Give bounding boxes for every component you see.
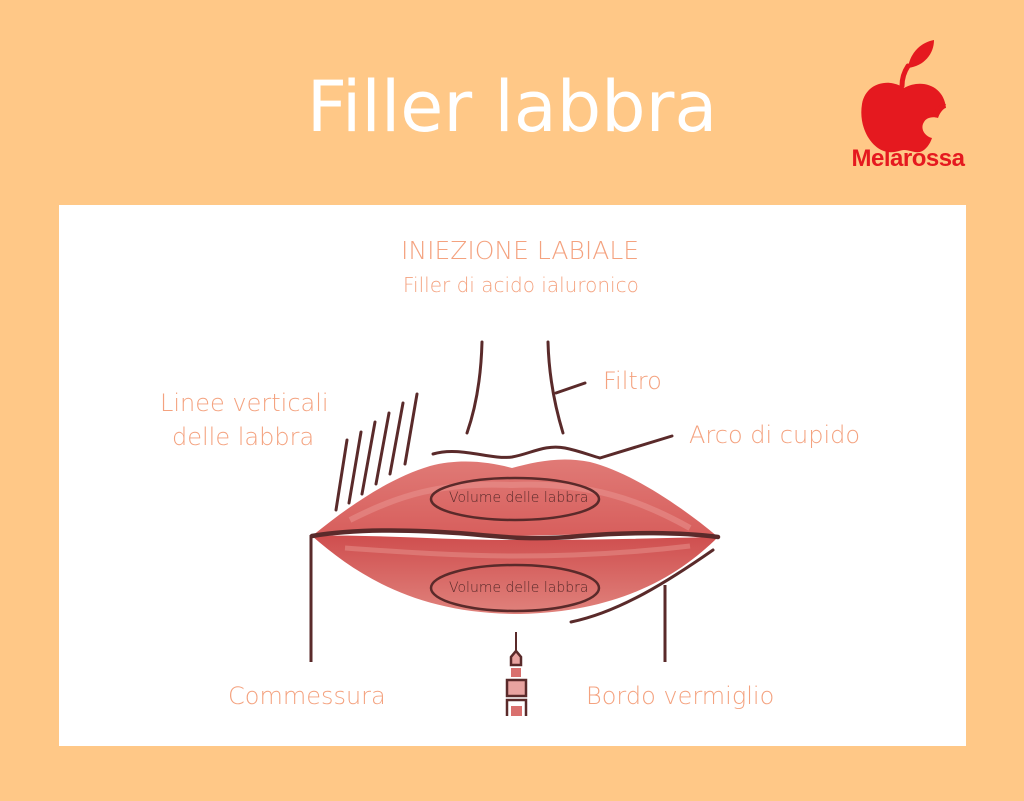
upper-lip: [312, 459, 718, 537]
volume-lower-label: Volume delle labbra: [449, 580, 589, 596]
label-vermilion-border: Bordo vermiglio: [586, 682, 775, 710]
label-commissure: Commessura: [228, 682, 386, 710]
volume-upper-ellipse: [429, 476, 601, 522]
brand-name: Melarossa: [851, 145, 965, 172]
diagram-heading: INIEZIONE LABIALE: [401, 236, 640, 265]
volume-upper-label: Volume delle labbra: [449, 490, 589, 506]
label-philtrum: Filtro: [603, 367, 662, 395]
volume-lower-ellipse: [429, 563, 601, 613]
label-vertical-lines-line1: Linee verticali: [160, 389, 329, 417]
syringe-icon: [505, 632, 528, 716]
apple-logo-icon: [861, 40, 946, 153]
vertical-lines: [334, 392, 419, 512]
label-cupids-bow: Arco di cupido: [689, 421, 861, 449]
mouth-line: [309, 528, 721, 541]
philtrum-lines: [465, 340, 587, 435]
diagram-subheading: Filler di acido ialuronico: [403, 273, 639, 297]
page-title: Filler labbra: [306, 66, 718, 148]
label-vertical-lines-line2: delle labbra: [172, 423, 315, 451]
cupids-bow-line: [431, 434, 674, 460]
